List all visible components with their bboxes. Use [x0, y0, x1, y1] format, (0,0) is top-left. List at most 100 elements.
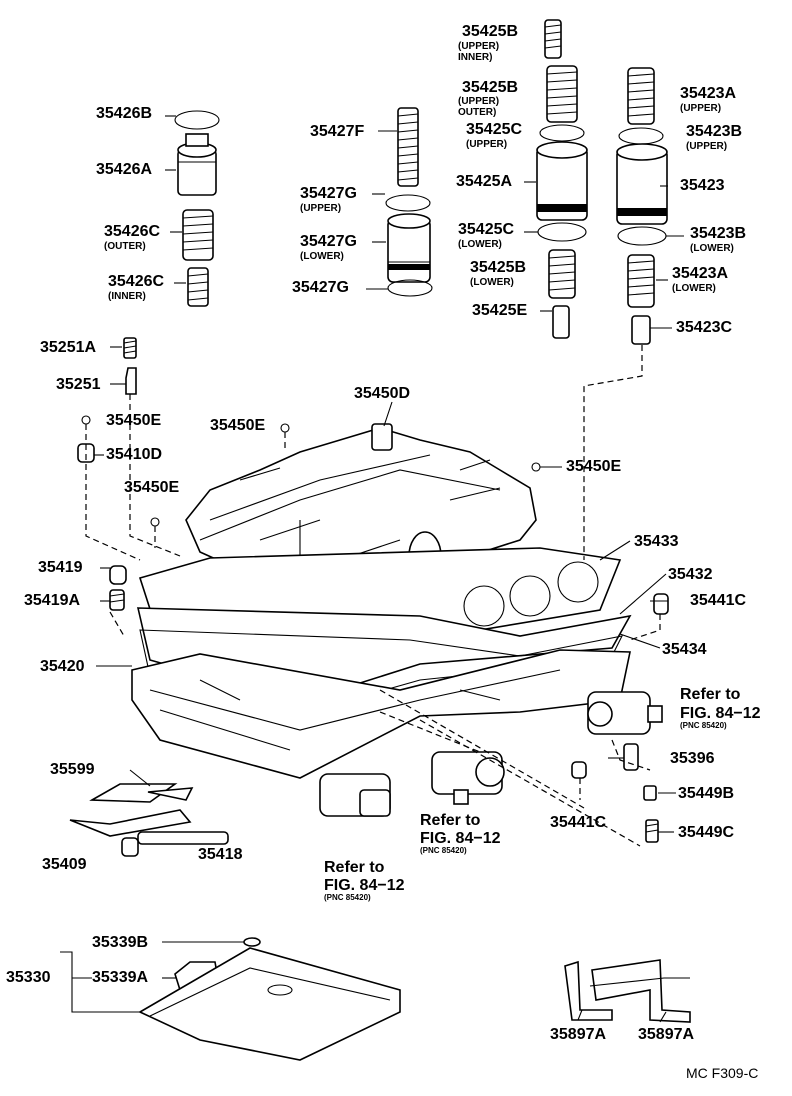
label-35251: 35251: [56, 376, 101, 393]
label-35339A: 35339A: [92, 969, 149, 986]
part-35339B-gasket: [243, 937, 261, 947]
label-35427G-lower: 35427G: [300, 233, 357, 250]
label-35425B-lower-sub: (LOWER): [470, 277, 514, 288]
part-35427F-spring: [397, 107, 419, 187]
part-35426A-piston: [177, 133, 217, 196]
solenoid-left: [319, 773, 391, 817]
label-35339B: 35339B: [92, 934, 149, 951]
part-35427G-lower-ring: [387, 279, 433, 297]
label-35425B-upper-inner-sub2: INNER): [458, 52, 493, 63]
part-35419A-spring: [109, 589, 125, 611]
label-refer-right-line3: (PNC 85420): [680, 721, 727, 730]
label-35251A: 35251A: [40, 339, 97, 356]
label-35427G-lower-sub: (LOWER): [300, 251, 344, 262]
label-35396: 35396: [670, 750, 715, 767]
part-35450E-ball-a: [81, 415, 91, 425]
label-35423: 35423: [680, 177, 725, 194]
label-35418: 35418: [198, 846, 243, 863]
solenoid-center: [431, 751, 505, 805]
label-35425B-upper-outer-sub1: (UPPER): [458, 96, 500, 107]
label-35409: 35409: [42, 856, 87, 873]
label-35425E: 35425E: [472, 302, 528, 319]
label-35419: 35419: [38, 559, 83, 576]
part-35426C-outer-spring: [182, 209, 214, 261]
part-35251-pin: [125, 367, 137, 395]
label-35425B-upper-inner-sub1: (UPPER): [458, 41, 500, 52]
label-35419A: 35419A: [24, 592, 81, 609]
label-35423C: 35423C: [676, 319, 733, 336]
label-35423B-lower-sub: (LOWER): [690, 243, 734, 254]
part-35423C-pin: [631, 315, 651, 345]
label-35450D: 35450D: [354, 385, 411, 402]
label-refer-left-line3: (PNC 85420): [324, 893, 371, 902]
part-35450E-ball-b: [150, 517, 160, 527]
label-35425C-upper-sub: (UPPER): [466, 139, 508, 150]
label-refer-center-line3: (PNC 85420): [420, 846, 467, 855]
label-35423B-upper-sub: (UPPER): [686, 141, 728, 152]
label-35410D: 35410D: [106, 446, 163, 463]
dashed-guide-lines: [85, 345, 661, 847]
label-35426C-inner: 35426C: [108, 273, 165, 290]
label-35330: 35330: [6, 969, 51, 986]
part-35419-plug: [109, 565, 127, 585]
label-35427F: 35427F: [310, 123, 365, 140]
label-refer-left-line2: FIG. 84−12: [324, 877, 405, 894]
label-35426C-inner-sub: (INNER): [108, 291, 146, 302]
part-35441C-plug-b: [571, 761, 587, 779]
label-35441C-b: 35441C: [550, 814, 607, 831]
label-35425C-lower: 35425C: [458, 221, 515, 238]
part-35423A-lower-spring: [627, 254, 655, 308]
part-35426B-snap-ring: [174, 110, 220, 130]
label-35426C-outer: 35426C: [104, 223, 161, 240]
label-35426C-outer-sub: (OUTER): [104, 241, 146, 252]
leader-lines: [60, 115, 684, 1023]
part-35897A-pipe-b: [589, 959, 691, 1023]
part-35423B-lower-ring: [617, 226, 667, 246]
label-refer-center-line1: Refer to: [420, 812, 481, 829]
part-35423B-upper-ring: [618, 127, 664, 145]
part-35449C-spring: [645, 819, 659, 843]
part-35396-pin: [623, 743, 639, 771]
part-35425C-upper-ring: [539, 124, 585, 142]
label-35432: 35432: [668, 566, 713, 583]
part-35251A-spring: [123, 337, 137, 359]
label-35434: 35434: [662, 641, 707, 658]
label-35426B: 35426B: [96, 105, 153, 122]
label-35426A: 35426A: [96, 161, 153, 178]
label-refer-center-line2: FIG. 84−12: [420, 830, 501, 847]
label-35427G: 35427G: [292, 279, 349, 296]
part-35425E-pin: [552, 305, 570, 339]
label-35423A-lower: 35423A: [672, 265, 729, 282]
part-35420-lower-valve-body: [131, 649, 631, 779]
label-35425B-upper-outer-sub2: OUTER): [458, 107, 497, 118]
part-35330-oil-strainer: [138, 947, 401, 1061]
part-35426C-inner-spring: [187, 267, 209, 307]
label-35897A-b: 35897A: [638, 1026, 695, 1043]
part-35450E-ball-c: [280, 423, 290, 433]
label-35450E-d: 35450E: [566, 458, 622, 475]
label-refer-right-line2: FIG. 84−12: [680, 705, 761, 722]
part-35425B-upper-outer-spring: [546, 65, 578, 123]
part-35599-bracket: [89, 783, 194, 803]
label-35425B-upper-inner: 35425B: [462, 23, 519, 40]
label-35425C-lower-sub: (LOWER): [458, 239, 502, 250]
label-35420: 35420: [40, 658, 85, 675]
label-35425A: 35425A: [456, 173, 513, 190]
label-35425C-upper: 35425C: [466, 121, 523, 138]
part-35425A-piston: [536, 141, 588, 221]
label-35897A-a: 35897A: [550, 1026, 607, 1043]
label-refer-right-line1: Refer to: [680, 686, 741, 703]
label-35599: 35599: [50, 761, 95, 778]
part-35423A-upper-spring: [627, 67, 655, 125]
part-35423-piston: [616, 143, 668, 225]
label-35425B-lower: 35425B: [470, 259, 527, 276]
part-35425B-upper-inner-spring: [544, 19, 562, 59]
label-35425B-upper-outer: 35425B: [462, 79, 519, 96]
label-35449B: 35449B: [678, 785, 735, 802]
part-35441C-plug-a: [653, 593, 669, 615]
label-35423A-upper: 35423A: [680, 85, 737, 102]
part-35450E-ball-d: [531, 462, 541, 472]
label-35449C: 35449C: [678, 824, 735, 841]
figure-code: MC F309-C: [686, 1065, 759, 1081]
